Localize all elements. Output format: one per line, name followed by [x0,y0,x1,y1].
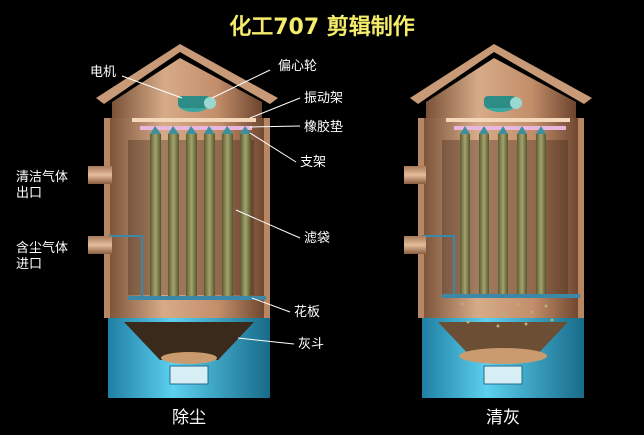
falling-dust [460,302,554,328]
label-dusty-gas-inlet: 含尘气体进口 [16,240,68,272]
label-bracket: 支架 [300,155,326,170]
left-filter-unit [88,44,278,398]
motor-icon [178,96,216,112]
left-outlet-pipe [88,166,112,184]
right-roof [410,44,592,104]
left-inlet-pipe [88,236,112,254]
label-rubber-pad: 橡胶垫 [304,119,343,135]
leader-lines [121,69,301,345]
caption-left: 除尘 [172,408,206,428]
label-clean-gas-outlet: 清洁气体出口 [16,169,68,201]
right-filter-unit [404,44,592,398]
left-filter-bags [150,126,251,296]
label-eccentric-wheel: 偏心轮 [278,59,317,74]
right-outlet-pipe [404,166,426,184]
right-motor-icon [484,96,522,112]
left-vibration-frame [132,118,256,122]
title: 化工707 剪辑制作 [229,14,415,40]
label-filter-bag: 滤袋 [304,231,330,246]
left-rubber-pad [140,126,252,130]
left-roof [96,44,278,104]
left-tube-sheet [128,296,266,300]
label-motor: 电机 [90,65,116,80]
label-tube-sheet: 花板 [294,304,320,320]
label-ash-hopper: 灰斗 [298,337,324,352]
right-filter-bags [460,126,546,294]
caption-right: 清灰 [486,408,520,428]
label-vibration-frame: 振动架 [304,91,343,106]
right-inlet-pipe [404,236,426,254]
